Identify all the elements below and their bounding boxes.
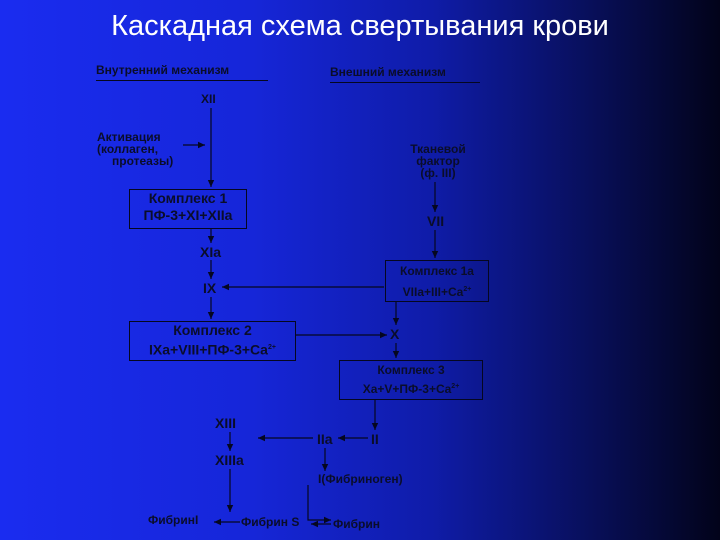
complex-1-formula: ПФ-3+XI+XIIa <box>143 207 233 223</box>
slide-title: Каскадная схема свертывания крови <box>111 10 609 42</box>
activation-label-2: (коллаген, <box>97 142 159 156</box>
factor-xiii: XIII <box>215 415 237 431</box>
activation-label-1: Активация <box>97 130 161 144</box>
complex-2-formula: IXa+VIII+ПФ-3+Ca2+ <box>149 341 276 358</box>
arrow-fibrinogen-to-fibrin <box>307 485 331 524</box>
tissue-factor-label-3: (ф. III) <box>420 166 456 180</box>
complex-1a-formula: VIIa+III+Ca2+ <box>402 285 472 299</box>
factor-ii: II <box>371 431 379 447</box>
factor-x: X <box>390 326 400 342</box>
complex-1a-box <box>385 260 489 302</box>
activation-label-3: протеазы) <box>112 154 174 168</box>
external-mechanism-header: Внешний механизм <box>330 65 446 79</box>
factor-ix: IX <box>203 280 217 296</box>
tissue-factor-label-2: фактор <box>416 154 460 168</box>
factor-iia: IIa <box>317 431 333 447</box>
complex-1a-title: Комплекс 1а <box>400 264 474 278</box>
complex-1-box <box>129 189 247 229</box>
fibrin: Фибрин <box>333 517 380 531</box>
factor-vii: VII <box>427 213 445 229</box>
tissue-factor-label-1: Тканевой <box>410 142 466 156</box>
fibrin-i: ФибринI <box>148 513 199 527</box>
internal-mechanism-header: Внутренний механизм <box>96 63 230 77</box>
complex-1-title: Комплекс 1 <box>148 190 228 206</box>
factor-xiiia: XIIIa <box>215 452 244 468</box>
factor-xii: XII <box>201 92 216 106</box>
complex-2-title: Комплекс 2 <box>173 322 252 338</box>
complex-3-formula: Xa+V+ПФ-3+Ca2+ <box>362 382 460 396</box>
internal-header-underline <box>96 80 268 81</box>
factor-xia: XIa <box>200 244 222 260</box>
fibrinogen: I(Фибриноген) <box>318 472 403 486</box>
complex-3-title: Комплекс 3 <box>377 363 445 377</box>
complex-3-box <box>339 360 483 400</box>
fibrin-s: Фибрин S <box>241 515 300 529</box>
external-header-underline <box>330 82 480 83</box>
complex-2-box <box>129 321 296 361</box>
